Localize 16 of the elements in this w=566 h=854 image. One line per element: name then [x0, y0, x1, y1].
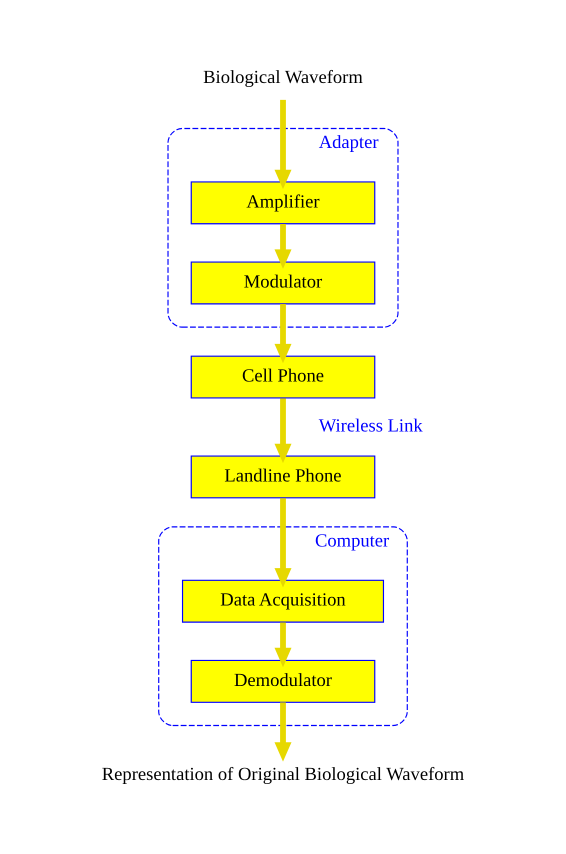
node-box: Data Acquisition	[182, 580, 384, 623]
arrow	[274, 622, 292, 668]
node-box: Amplifier	[190, 181, 376, 224]
arrow	[274, 702, 292, 762]
node-box: Cell Phone	[190, 356, 376, 399]
node-box: Landline Phone	[190, 455, 376, 498]
node-box: Demodulator	[190, 660, 376, 703]
arrow	[274, 304, 292, 364]
arrow	[274, 398, 292, 464]
node-box: Modulator	[190, 262, 376, 304]
arrow	[274, 100, 292, 190]
node-text: Biological Waveform	[203, 66, 363, 88]
arrow	[274, 498, 292, 588]
edge-label: Wireless Link	[318, 415, 423, 436]
node-text: Representation of Original Biological Waveform	[102, 764, 464, 785]
arrow	[274, 224, 292, 269]
